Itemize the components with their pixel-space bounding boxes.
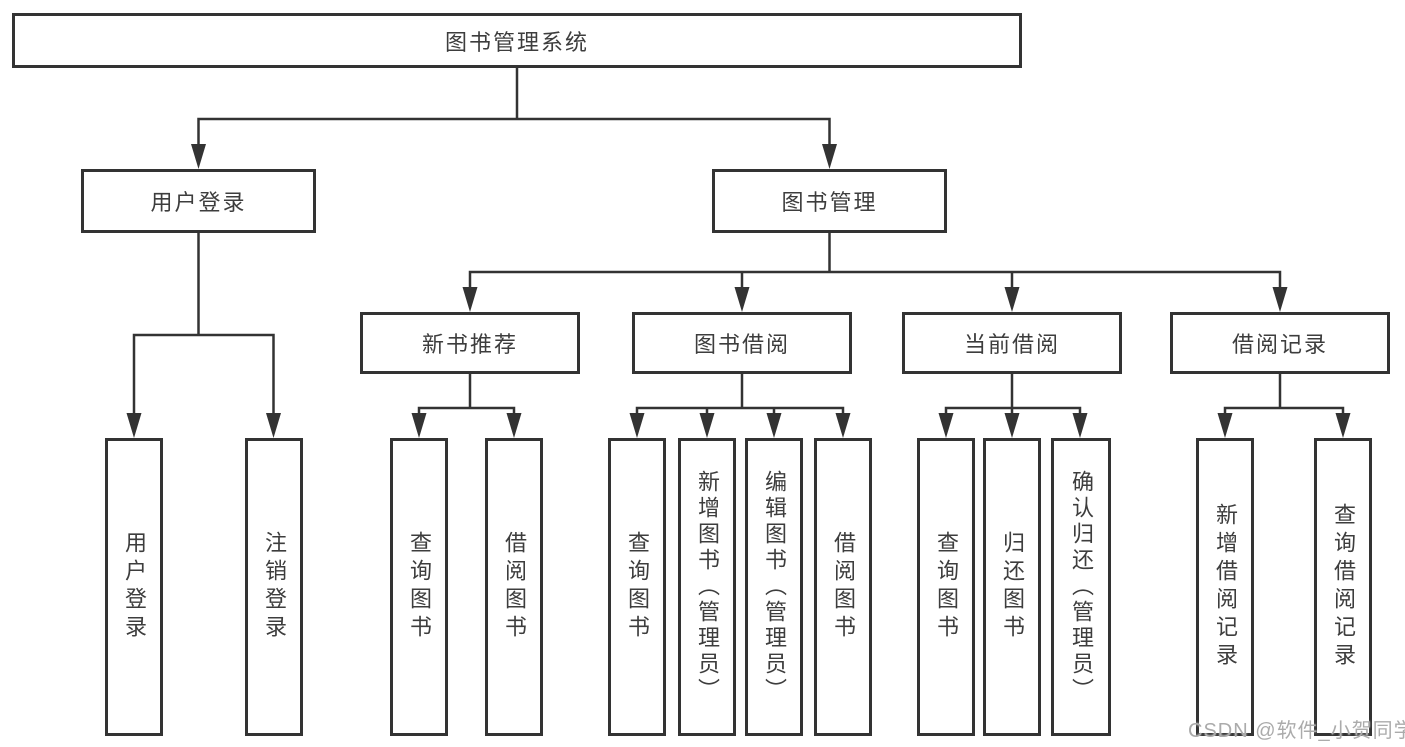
node-label: 用户登录 xyxy=(122,531,147,643)
node-label: 注销登录 xyxy=(262,531,287,643)
node-label: 图书管理 xyxy=(781,190,878,215)
node-book-borrow: 图书借阅 xyxy=(632,312,852,374)
node-label: 查询图书 xyxy=(934,531,959,643)
node-label: 查询图书 xyxy=(625,531,650,643)
node-borrow-record: 借阅记录 xyxy=(1170,312,1390,374)
node-recommend-query-book: 查询图书 xyxy=(390,438,448,736)
node-library-system: 图书管理系统 xyxy=(12,13,1022,68)
node-login: 用户登录 xyxy=(105,438,163,736)
node-label: 借阅图书 xyxy=(502,531,527,643)
node-current-confirm-return-admin: 确认归还（管理员） xyxy=(1051,438,1111,736)
node-label: 确认归还（管理员） xyxy=(1069,470,1094,704)
node-label: 用户登录 xyxy=(150,190,247,215)
node-borrow-add-book-admin: 新增图书（管理员） xyxy=(678,438,736,736)
node-current-borrow: 当前借阅 xyxy=(902,312,1122,374)
node-label: 查询图书 xyxy=(407,531,432,643)
node-record-add-borrow-record: 新增借阅记录 xyxy=(1196,438,1254,736)
node-record-query-borrow-record: 查询借阅记录 xyxy=(1314,438,1372,736)
node-label: 借阅记录 xyxy=(1231,332,1328,357)
node-current-return-book: 归还图书 xyxy=(983,438,1041,736)
csdn-watermark: CSDN @软件_小贺同学 xyxy=(1188,720,1405,742)
node-current-query-book: 查询图书 xyxy=(917,438,975,736)
node-label: 借阅图书 xyxy=(831,531,856,643)
node-label: 图书借阅 xyxy=(693,332,790,357)
node-book-management: 图书管理 xyxy=(712,169,947,233)
node-label: 新增借阅记录 xyxy=(1213,503,1238,671)
node-label: 新书推荐 xyxy=(421,332,518,357)
node-logout: 注销登录 xyxy=(245,438,303,736)
node-label: 编辑图书（管理员） xyxy=(762,470,787,704)
node-label: 归还图书 xyxy=(1000,531,1025,643)
node-user-login: 用户登录 xyxy=(81,169,316,233)
node-borrow-borrow-book: 借阅图书 xyxy=(814,438,872,736)
node-new-book-recommend: 新书推荐 xyxy=(360,312,580,374)
node-recommend-borrow-book: 借阅图书 xyxy=(485,438,543,736)
node-label: 查询借阅记录 xyxy=(1331,503,1356,671)
node-borrow-edit-book-admin: 编辑图书（管理员） xyxy=(745,438,803,736)
node-borrow-query-book: 查询图书 xyxy=(608,438,666,736)
node-label: 当前借阅 xyxy=(963,332,1060,357)
node-label: 图书管理系统 xyxy=(444,29,589,55)
node-label: 新增图书（管理员） xyxy=(695,470,720,704)
